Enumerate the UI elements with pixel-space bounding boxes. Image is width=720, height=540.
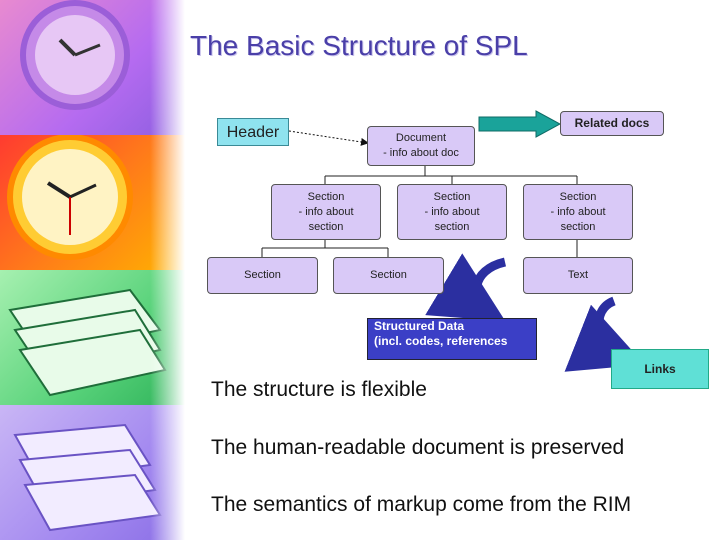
links-box: Links <box>611 349 709 389</box>
slide-title: The Basic Structure of SPL <box>190 30 528 61</box>
section-title: Section <box>307 190 345 203</box>
section-box: Section - info about section <box>397 184 507 240</box>
section-info: - info about section <box>424 205 480 233</box>
document-info: - info about doc <box>383 147 459 159</box>
curved-arrow-left <box>425 253 507 322</box>
decorative-sidebar <box>0 0 185 540</box>
header-box: Header <box>217 118 289 146</box>
related-docs-box: Related docs <box>560 111 664 136</box>
bullet-text: The human-readable document is preserved <box>211 436 625 459</box>
section-box: Section - info about section <box>271 184 381 240</box>
section-box: Section - info about section <box>523 184 633 240</box>
bullet-text: The structure is flexible <box>211 378 427 401</box>
tree-lines <box>261 165 578 257</box>
header-link-arrow <box>288 130 369 146</box>
clock-icon <box>20 0 130 110</box>
subsection-box: Section <box>207 257 318 294</box>
related-docs-arrow <box>478 110 562 138</box>
clock-icon <box>7 134 133 260</box>
subsection-box: Section <box>333 257 444 294</box>
document-title: Document <box>395 132 447 144</box>
text-box: Text <box>523 257 633 294</box>
section-info: - info about section <box>298 205 354 233</box>
papers-icon <box>13 423 162 532</box>
structured-data-line1: Structured Data <box>374 319 465 333</box>
document-box: Document - info about doc <box>367 126 475 166</box>
bullet-text: The semantics of markup come from the RI… <box>211 493 632 516</box>
structured-data-box: Structured Data (incl. codes, references <box>367 318 537 360</box>
section-title: Section <box>559 190 597 203</box>
structured-data-line2: (incl. codes, references <box>374 334 508 348</box>
section-info: - info about section <box>550 205 606 233</box>
papers-icon <box>8 288 167 397</box>
section-title: Section <box>433 190 471 203</box>
sidebar-fade <box>150 0 185 540</box>
